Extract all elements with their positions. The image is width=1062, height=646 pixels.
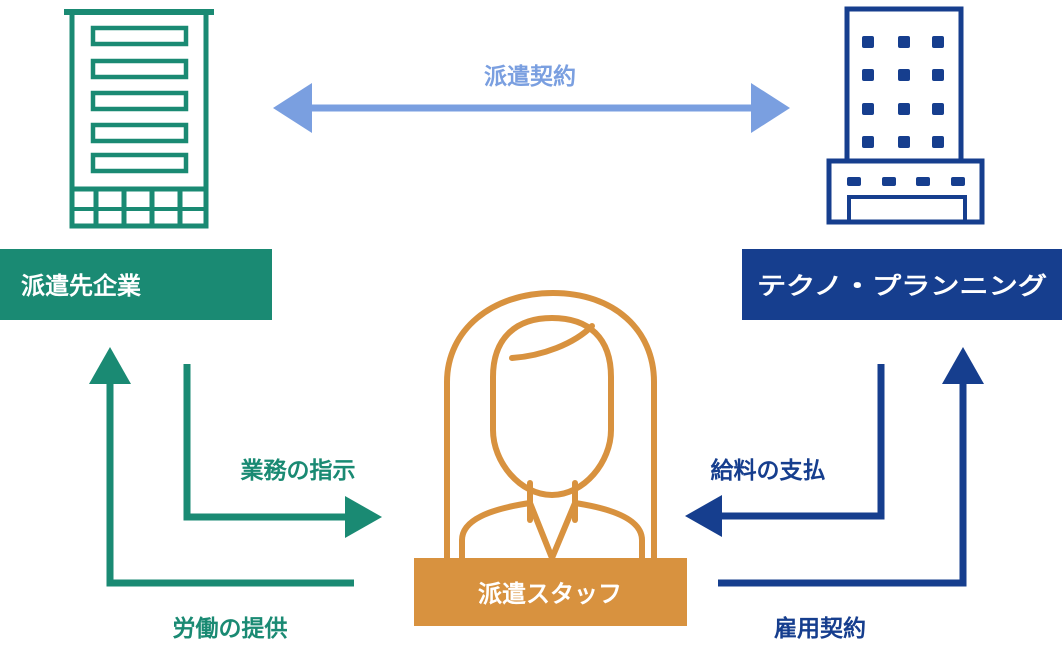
office-building-icon <box>64 9 214 229</box>
work-instruction-arrow <box>183 364 382 538</box>
dispatch-staff-label: 派遣スタッフ <box>478 580 622 608</box>
office-building-icon <box>826 6 985 225</box>
labor-provision-label: 労働の提供 <box>173 615 288 642</box>
client-company-label: 派遣先企業 <box>21 272 141 300</box>
dispatch-contract-arrow <box>273 83 790 133</box>
person-icon <box>444 290 657 561</box>
client-company-box: 派遣先企業 <box>0 249 272 320</box>
work-instruction-label: 業務の指示 <box>240 457 356 484</box>
employment-contract-arrow <box>718 347 984 587</box>
dispatch-contract-label: 派遣契約 <box>484 63 576 90</box>
employment-contract-label: 雇用契約 <box>774 615 866 642</box>
labor-provision-arrow <box>89 347 354 587</box>
techno-planning-box: テクノ・プランニング <box>742 249 1062 320</box>
salary-payment-arrow <box>685 364 885 537</box>
techno-planning-label: テクノ・プランニング <box>757 272 1047 300</box>
dispatch-staff-box: 派遣スタッフ <box>414 558 687 626</box>
salary-payment-label: 給料の支払 <box>711 457 826 484</box>
